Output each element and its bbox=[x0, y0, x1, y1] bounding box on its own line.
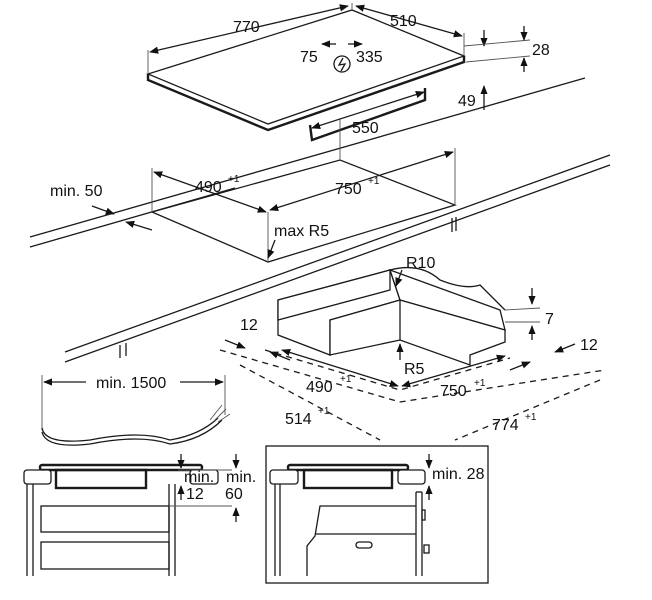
ledge-right-label: 12 bbox=[580, 337, 598, 354]
cable-length-label: min. 1500 bbox=[96, 375, 166, 392]
hob-depth-dim bbox=[355, 4, 463, 38]
ledge-left-label: 12 bbox=[240, 317, 258, 334]
cutout-width-label: 750 bbox=[335, 181, 362, 198]
gap-value-1: 12 bbox=[186, 486, 204, 503]
hob-width-label: 770 bbox=[233, 19, 260, 36]
inner-radius-label: R5 bbox=[404, 361, 425, 378]
box-depth-label: 550 bbox=[352, 120, 379, 137]
hob-depth-label: 510 bbox=[390, 13, 417, 30]
drawer-cabinet-drawing: min. 12 min. 60 bbox=[23, 454, 256, 576]
hob-width-dim bbox=[149, 4, 349, 54]
connection-y-label: 335 bbox=[356, 49, 383, 66]
inner-depth-label: 490 bbox=[306, 379, 333, 396]
gap-value-2: 60 bbox=[225, 486, 243, 503]
box-height-label: 49 bbox=[458, 93, 476, 110]
flush-frame-drawing: R10 R5 7 12 12 490 +1 750 +1 514 +1 774 … bbox=[64, 154, 611, 441]
outer-width-label: 774 bbox=[492, 417, 519, 434]
gap-label-2: min. bbox=[226, 469, 256, 486]
cable-drawing: min. 1500 bbox=[41, 375, 231, 446]
hob-height-label: 28 bbox=[532, 42, 550, 59]
gap-label-1: min. bbox=[184, 469, 214, 486]
cutout-depth-label: 490 bbox=[195, 179, 222, 196]
svg-text:+1: +1 bbox=[474, 378, 486, 389]
connection-x-label: 75 bbox=[300, 49, 318, 66]
oven-gap-label: min. 28 bbox=[432, 466, 485, 483]
svg-text:+1: +1 bbox=[340, 374, 352, 385]
hob-drawing: 770 510 75 335 28 49 550 bbox=[146, 3, 550, 142]
svg-text:+1: +1 bbox=[368, 176, 380, 187]
worktop-cutout-drawing: 490 +1 750 +1 min. 50 max R5 bbox=[29, 77, 586, 263]
svg-text:+1: +1 bbox=[228, 174, 240, 185]
step-depth-label: 7 bbox=[545, 311, 554, 328]
svg-text:+1: +1 bbox=[318, 406, 330, 417]
corner-radius-label: max R5 bbox=[274, 223, 329, 240]
outer-radius-label: R10 bbox=[406, 255, 435, 272]
inner-width-label: 750 bbox=[440, 383, 467, 400]
oven-cabinet-drawing: min. 28 bbox=[265, 445, 489, 584]
power-connection-icon bbox=[333, 55, 351, 73]
outer-depth-label: 514 bbox=[285, 411, 312, 428]
svg-text:+1: +1 bbox=[525, 412, 537, 423]
min-edge-label: min. 50 bbox=[50, 183, 103, 200]
